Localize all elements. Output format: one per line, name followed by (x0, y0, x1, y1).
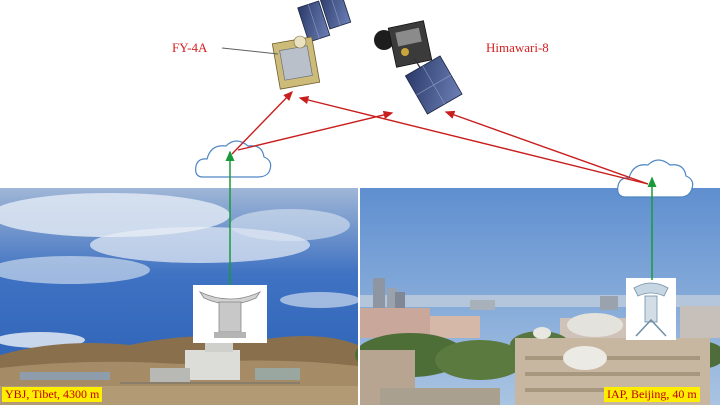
tibet-site-label: YBJ, Tibet, 4300 m (2, 387, 103, 402)
tibet-radar-icon (193, 285, 267, 343)
himawari-satellite-icon (374, 20, 463, 115)
fy4a-satellite-icon (221, 0, 352, 90)
beijing-site-label: IAP, Beijing, 40 m (604, 387, 700, 402)
beijing-radar-icon (626, 278, 676, 340)
tibet-to-fy4a-arrow (231, 90, 293, 155)
beijing-to-fy4a-arrow (298, 95, 649, 185)
beijing-photo (355, 188, 720, 405)
cloud-icon-right (617, 159, 694, 198)
tibet-photo (0, 188, 360, 405)
cloud-icon-left (195, 140, 272, 178)
beijing-to-himawari-arrow (444, 110, 649, 185)
tibet-to-himawari-arrow (237, 110, 394, 151)
fy4a-label: FY-4A (172, 40, 208, 55)
himawari-label: Himawari-8 (486, 40, 549, 55)
